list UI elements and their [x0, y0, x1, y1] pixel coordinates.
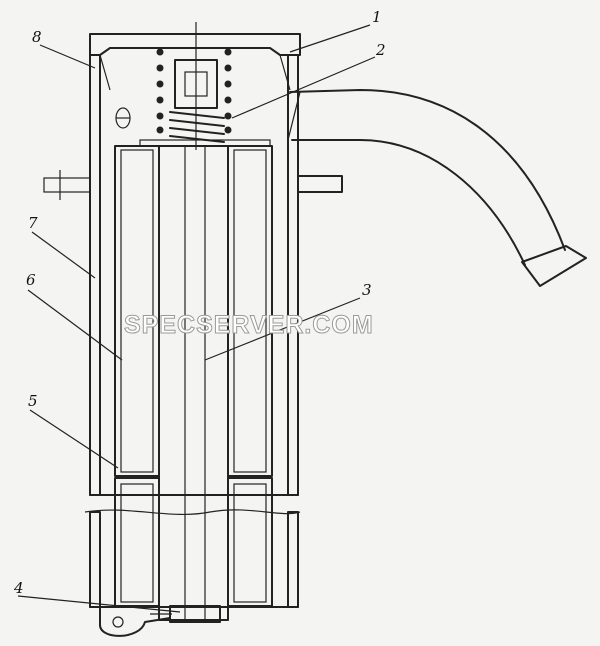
outlet-pipe: [287, 89, 587, 287]
valve-spring: [139, 22, 271, 150]
central-tube: [158, 145, 229, 621]
callout-labels: 1 2 3 4 5 6 7 8: [13, 8, 386, 597]
callout-1: 1: [372, 8, 382, 26]
break-line: [84, 509, 301, 515]
drain-plug: [115, 107, 131, 129]
filter-element-lower: [89, 477, 299, 608]
housing-lid: [89, 33, 301, 91]
callout-4: 4: [13, 579, 24, 597]
bottom-nut: [99, 605, 221, 637]
callout-3: 3: [362, 281, 372, 299]
watermark-text: SPECSERVER.COM: [124, 311, 374, 339]
callout-7: 7: [28, 214, 38, 232]
callout-6: 6: [26, 271, 36, 289]
callout-5: 5: [28, 392, 38, 410]
mounting-lug: [43, 170, 343, 200]
callout-2: 2: [375, 41, 386, 59]
callout-8: 8: [32, 28, 42, 46]
leader-lines: [17, 24, 376, 613]
